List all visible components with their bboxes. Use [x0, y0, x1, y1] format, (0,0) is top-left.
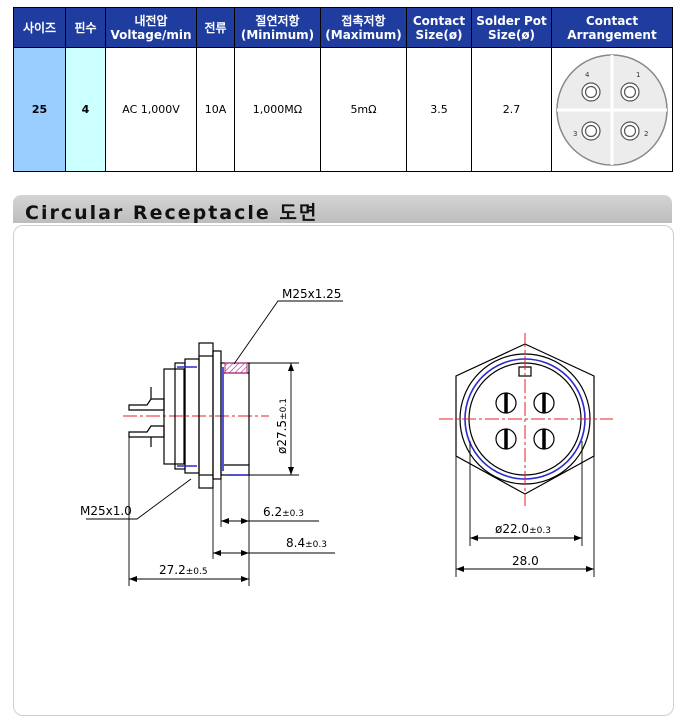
- arrangement-label-2: 2: [644, 130, 648, 138]
- header-contact-resistance: 접촉저항(Maximum): [320, 7, 407, 48]
- dim-length-8-4: 8.4±0.3: [286, 536, 327, 550]
- front-view-dimensions: [455, 441, 595, 577]
- dim-length-27-2: 27.2±0.5: [159, 563, 208, 577]
- drawing-panel: M25x1.25 M25x1.0 ø27.5±0.1 6.2±0.3 8.4±0…: [13, 225, 674, 716]
- section-header: Circular Receptacle 도면: [13, 195, 672, 224]
- cell-voltage: AC 1,000V: [105, 47, 197, 172]
- dim-diameter-22: ø22.0±0.3: [495, 522, 551, 536]
- dim-thread-bottom: M25x1.0: [80, 504, 132, 518]
- table-row: 25 4 AC 1,000V 10A 1,000MΩ 5mΩ 3.5 2.7: [13, 47, 673, 172]
- cell-contact-arrangement: 1 2 3 4: [551, 47, 673, 172]
- arrangement-label-4: 4: [585, 71, 590, 79]
- cell-current: 10A: [196, 47, 235, 172]
- side-view: [123, 342, 269, 489]
- header-insulation: 절연저항(Minimum): [234, 7, 321, 48]
- section-title: Circular Receptacle 도면: [25, 202, 319, 224]
- dim-hex-28: 28.0: [512, 554, 539, 568]
- side-view-dimensions: [86, 300, 343, 586]
- cell-solder-pot-size: 2.7: [471, 47, 552, 172]
- header-current: 전류: [196, 7, 235, 48]
- front-view: [439, 333, 613, 506]
- header-size: 사이즈: [13, 7, 66, 48]
- header-pins: 핀수: [65, 7, 106, 48]
- arrangement-label-1: 1: [636, 71, 640, 79]
- arrangement-label-3: 3: [573, 130, 577, 138]
- cell-pins: 4: [65, 47, 106, 172]
- cell-size: 25: [13, 47, 66, 172]
- cell-contact-size: 3.5: [406, 47, 472, 172]
- contact-arrangement-diagram: 1 2 3 4: [556, 53, 668, 166]
- dim-length-6-2: 6.2±0.3: [263, 505, 304, 519]
- technical-drawing: M25x1.25 M25x1.0 ø27.5±0.1 6.2±0.3 8.4±0…: [80, 287, 613, 586]
- dim-diameter-27-5: ø27.5±0.1: [275, 398, 289, 454]
- cell-insulation: 1,000MΩ: [234, 47, 321, 172]
- dim-thread-top: M25x1.25: [282, 287, 341, 301]
- contact-pins: [495, 392, 555, 450]
- cell-contact-resistance: 5mΩ: [320, 47, 407, 172]
